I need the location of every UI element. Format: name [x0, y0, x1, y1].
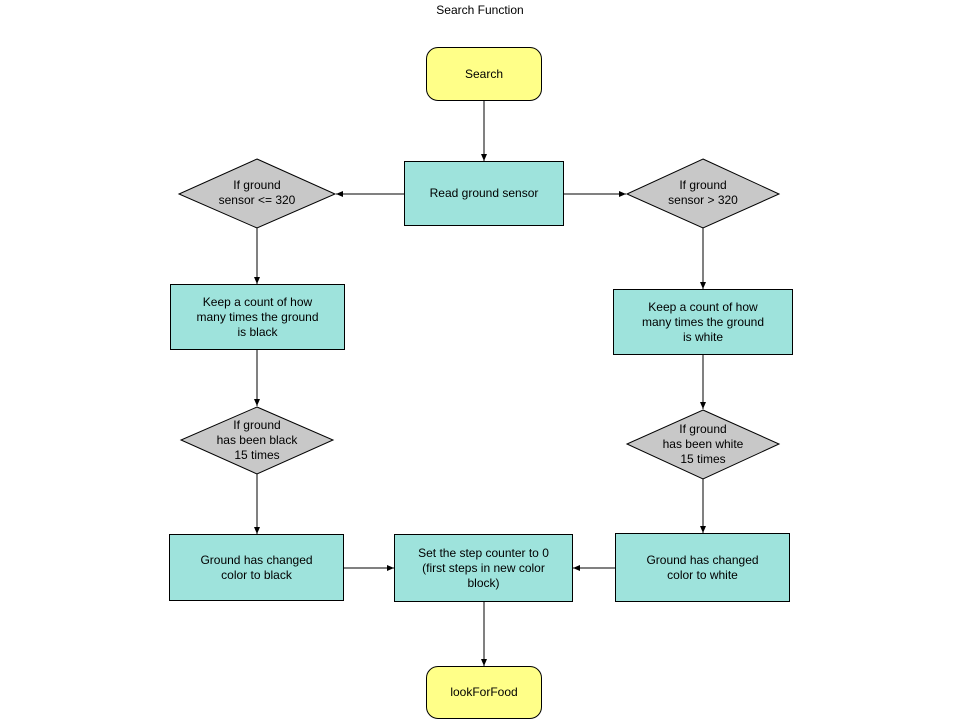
- count-black-box: Keep a count of how many times the groun…: [170, 284, 345, 350]
- start-terminal: Search: [426, 47, 542, 101]
- diagram-title: Search Function: [436, 3, 524, 17]
- changed-white-box: Ground has changed color to white: [615, 533, 790, 602]
- decision-black-label: If ground sensor <= 320: [218, 178, 296, 207]
- changed-black-box: Ground has changed color to black: [169, 534, 344, 601]
- end-terminal: lookForFood: [426, 666, 542, 719]
- read-sensor-box: Read ground sensor: [404, 161, 564, 226]
- count-white-box: Keep a count of how many times the groun…: [613, 289, 793, 355]
- decision-white-label: If ground sensor > 320: [668, 178, 738, 207]
- decision-white-15-label: If ground has been white 15 times: [662, 421, 744, 466]
- decision-black-15-label: If ground has been black 15 times: [216, 417, 298, 462]
- reset-counter-box: Set the step counter to 0 (first steps i…: [394, 534, 573, 602]
